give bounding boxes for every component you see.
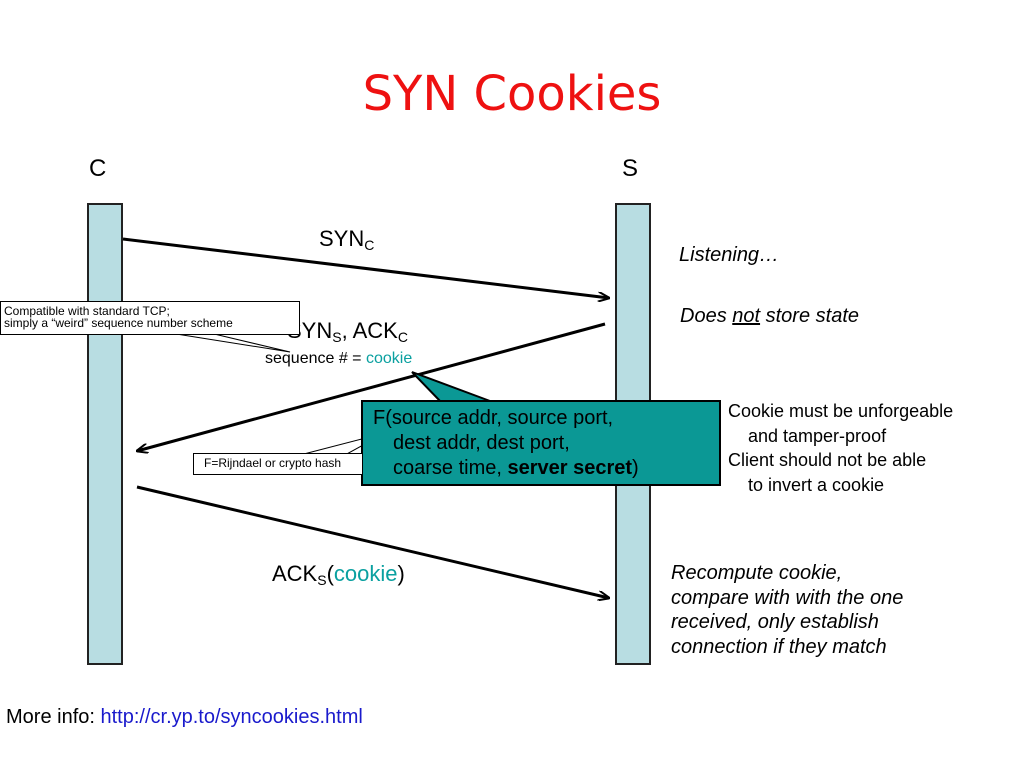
slide-title: SYN Cookies xyxy=(362,66,662,122)
recompute-line1: Recompute cookie, xyxy=(671,562,843,584)
server-label: S xyxy=(622,155,639,182)
function-line3: coarse time, server secret) xyxy=(393,457,639,479)
tcp-compat-callout: Compatible with standard TCP; simply a “… xyxy=(0,301,300,335)
requirement-line3: Client should not be able xyxy=(728,450,927,470)
function-line1: F(source addr, source port, xyxy=(373,407,614,429)
client-label: C xyxy=(89,155,107,182)
more-info-label: More info: xyxy=(6,706,101,728)
sequence-label: sequence # = cookie xyxy=(265,350,413,367)
requirement-line1: Cookie must be unforgeable xyxy=(728,401,954,421)
syn-label: SYNC xyxy=(319,226,375,253)
tcp-compat-line1: Compatible with standard TCP; xyxy=(4,304,170,318)
requirement-line4: to invert a cookie xyxy=(748,474,885,495)
recompute-note: Recompute cookie, compare with with the … xyxy=(671,561,903,659)
requirement-line2: and tamper-proof xyxy=(748,425,887,446)
stateless-note: Does not store state xyxy=(680,305,859,327)
synack-label: SYNS, ACKC xyxy=(287,318,408,345)
syn-arrow xyxy=(122,237,609,298)
hash-callout: F=Rijndael or crypto hash xyxy=(193,453,363,475)
recompute-line4: connection if they match xyxy=(671,635,887,658)
recompute-line2: compare with with the one xyxy=(671,586,904,609)
ack-label: ACKS(cookie) xyxy=(272,561,405,588)
recompute-line3: received, only establish xyxy=(671,611,879,633)
syncookies-link[interactable]: http://cr.yp.to/syncookies.html xyxy=(100,706,363,728)
more-info: More info: http://cr.yp.to/syncookies.ht… xyxy=(6,706,363,729)
function-line2: dest addr, dest port, xyxy=(393,432,570,454)
client-lifeline xyxy=(87,203,123,665)
cookie-function-box: F(source addr, source port, dest addr, d… xyxy=(361,400,721,486)
synack-arrow xyxy=(137,322,606,451)
ack-arrow xyxy=(136,485,609,598)
cookie-requirements: Cookie must be unforgeable and tamper-pr… xyxy=(728,399,953,497)
tcp-compat-line2: simply a “weird” sequence number scheme xyxy=(4,316,233,330)
cookie-pointer xyxy=(411,371,491,402)
listening-note: Listening… xyxy=(679,244,780,266)
